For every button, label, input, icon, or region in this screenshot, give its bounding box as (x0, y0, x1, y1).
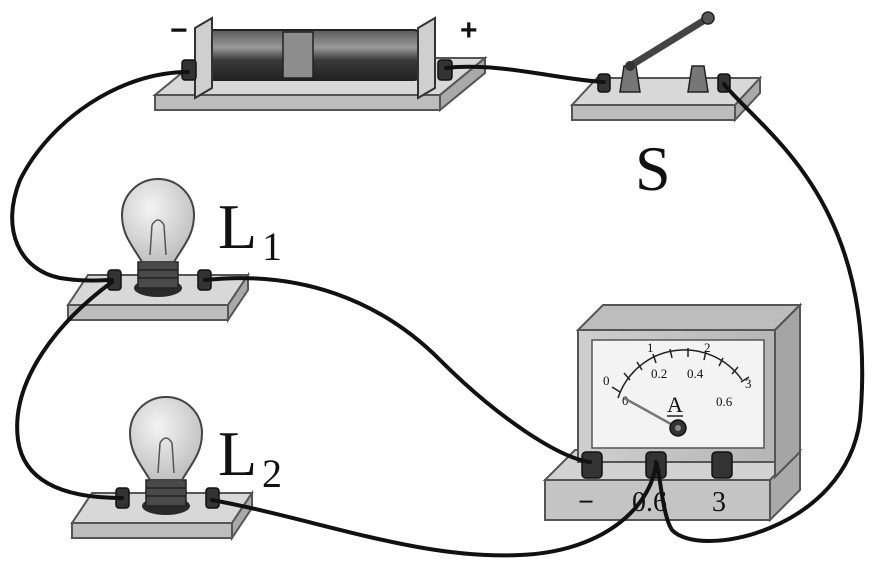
lamp-l2-subscript: 2 (262, 451, 282, 496)
ammeter: 0 1 2 3 0 0.2 0.4 0.6 A − 0.6 3 (542, 302, 803, 523)
battery-positive-sign: + (460, 14, 478, 47)
wire-l1-l2 (15, 280, 124, 500)
ammeter-lower-3: 0.6 (716, 394, 733, 409)
ammeter-upper-1: 1 (647, 340, 654, 355)
lamp-l2-right-terminal (205, 487, 220, 509)
switch: S (569, 11, 763, 204)
ammeter-upper-0: 0 (603, 373, 610, 388)
battery: − + (152, 14, 488, 113)
lamp-l2-label: L (218, 418, 257, 489)
switch-handle (701, 11, 715, 25)
battery-positive-terminal (437, 59, 453, 81)
battery-negative-sign: − (170, 14, 188, 47)
ammeter-lower-1: 0.2 (651, 366, 667, 381)
lamp-l1-label: L (218, 191, 257, 262)
lamp-l1: L 1 (66, 178, 282, 324)
ammeter-label-3: 3 (712, 487, 726, 518)
ammeter-needle (623, 396, 679, 430)
battery-negative-terminal (181, 59, 197, 81)
ammeter-upper-2: 2 (704, 340, 711, 355)
wires (10, 64, 865, 558)
wire-l2-ammeter (210, 462, 658, 558)
ammeter-ticks (611, 348, 750, 393)
ammeter-lower-0: 0 (622, 393, 629, 408)
wire-l1-ammeter (203, 276, 592, 464)
wire-switch-ammeter (654, 82, 865, 543)
ammeter-unit: A (667, 392, 683, 417)
ammeter-terminal-neg (581, 451, 603, 479)
wire-battery-l1 (10, 70, 190, 283)
wire-battery-switch (444, 64, 606, 84)
ammeter-lower-2: 0.4 (687, 366, 704, 381)
ammeter-terminal-3 (711, 451, 733, 479)
lamp-l2: L 2 (70, 396, 282, 542)
ammeter-label-neg: − (578, 487, 594, 518)
ammeter-upper-3: 3 (745, 376, 752, 391)
lamp-l1-subscript: 1 (262, 224, 282, 269)
switch-label: S (635, 133, 671, 204)
